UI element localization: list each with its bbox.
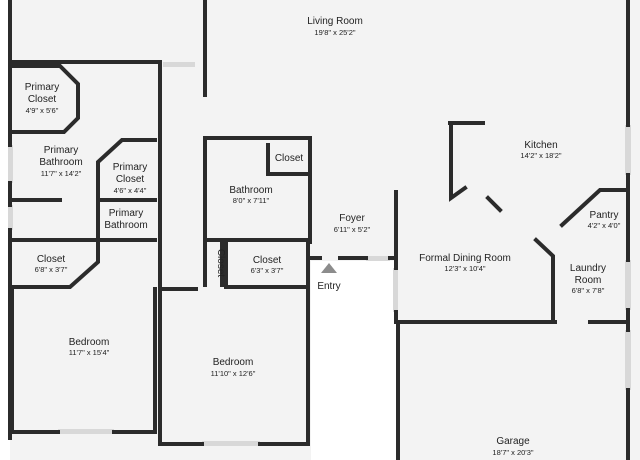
primary-bathroom-name-1: Primary (44, 145, 78, 156)
mid-closet-name: Closet (253, 255, 282, 266)
dining-room-name: Formal Dining Room (419, 253, 511, 264)
kitchen-dims: 14'2" x 18'2" (520, 151, 561, 160)
entry-exterior (311, 261, 396, 460)
primary-bathroom-2-name-2: Bathroom (104, 220, 147, 231)
bedroom-1-dims: 11'7" x 15'4" (69, 348, 110, 357)
window-left-bath (8, 145, 13, 183)
wall-primary-closet (10, 64, 80, 134)
window-bedroom2-bottom (202, 441, 260, 446)
pantry-dims: 4'2" x 4'0" (588, 221, 621, 230)
window-left-lower (8, 205, 13, 230)
dining-room-dims: 12'3" x 10'4" (444, 264, 485, 273)
primary-closet-2-dims: 4'6" x 4'4" (114, 186, 147, 195)
pantry-name: Pantry (590, 210, 619, 221)
wall-kitchen-island (448, 121, 503, 213)
laundry-name-2: Room (575, 275, 602, 286)
primary-closet-dims: 4'9" x 5'6" (26, 106, 59, 115)
bedroom-1-name: Bedroom (69, 337, 110, 348)
main-floor (10, 0, 640, 460)
wall-primary-closet2 (96, 138, 157, 202)
wall-left-closet (10, 238, 100, 289)
wall-bedroom2 (158, 240, 310, 446)
wall-closet-mid (224, 240, 310, 289)
primary-bathroom-dims: 11'7" x 14'2" (41, 169, 82, 178)
wall-hall-upper (128, 60, 162, 291)
garage-name: Garage (496, 436, 530, 447)
floor-area (10, 0, 640, 460)
primary-closet-name-2: Closet (28, 94, 57, 105)
laundry-dims: 6'8" x 7'8" (572, 286, 605, 295)
foyer-dims: 6'11" x 5'2" (334, 225, 371, 234)
mid-closet-dims: 6'3" x 3'7" (251, 266, 284, 275)
primary-closet-2-name-1: Primary (113, 162, 147, 173)
window-living-top (163, 62, 195, 67)
window-dining-left (393, 268, 398, 312)
window-pantry-right (625, 260, 631, 310)
wall-bath-closet (266, 143, 310, 176)
left-closet-name: Closet (37, 254, 66, 265)
window-foyer (366, 256, 390, 261)
left-closet-dims: 6'8" x 3'7" (35, 265, 68, 274)
windows (8, 62, 631, 446)
primary-bathroom-2-name-1: Primary (109, 208, 143, 219)
garage-dims: 18'7" x 20'3" (492, 448, 533, 457)
window-kitchen-right (625, 125, 631, 175)
vertical-closet-name: Closet (215, 249, 226, 278)
kitchen-name: Kitchen (524, 140, 557, 151)
living-room-dims: 19'8" x 25'2" (314, 28, 355, 37)
wall-pantry (559, 188, 628, 228)
bedroom-2-dims: 11'10" x 12'6" (211, 369, 256, 378)
bath-closet-name: Closet (275, 153, 304, 164)
primary-closet-name-1: Primary (25, 82, 59, 93)
laundry-name-1: Laundry (570, 263, 606, 274)
bathroom-name: Bathroom (229, 185, 272, 196)
bathroom-dims: 8'0" x 7'11" (233, 196, 270, 205)
wall-bathroom (203, 136, 312, 287)
wall-laundry-west (533, 237, 555, 324)
window-garage-right (625, 330, 631, 390)
foyer-name: Foyer (339, 213, 365, 224)
wall-bedroom1 (10, 285, 157, 434)
entry-arrow-icon (321, 263, 337, 273)
bedroom-2-name: Bedroom (213, 357, 254, 368)
walls (8, 0, 630, 460)
entry-label: Entry (317, 281, 340, 292)
living-room-name: Living Room (307, 16, 363, 27)
room-labels: Living Room 19'8" x 25'2" Kitchen 14'2" … (25, 16, 621, 457)
primary-closet-2-name-2: Closet (116, 174, 145, 185)
window-bedroom1-bottom (58, 429, 114, 434)
primary-bathroom-name-2: Bathroom (39, 157, 82, 168)
